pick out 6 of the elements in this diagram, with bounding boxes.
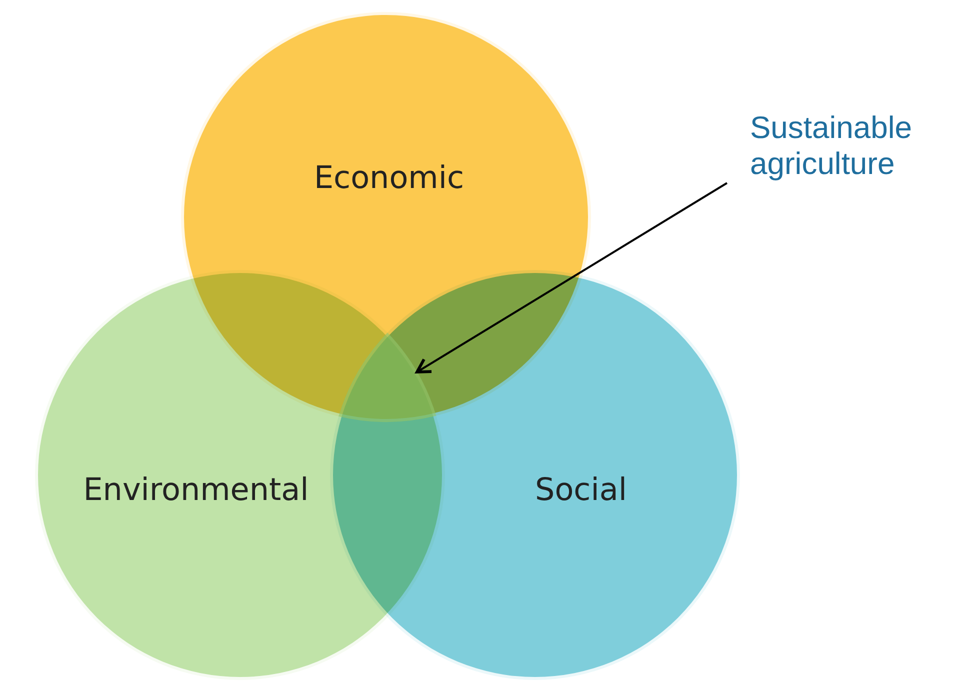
circle-label: Social: [535, 472, 627, 508]
overlap-region: [338, 332, 436, 422]
leader-line: [416, 182, 728, 374]
callout-text: Sustainable agriculture: [750, 110, 950, 182]
circle-label: Economic: [314, 160, 464, 196]
circle-label: Environmental: [83, 472, 309, 508]
